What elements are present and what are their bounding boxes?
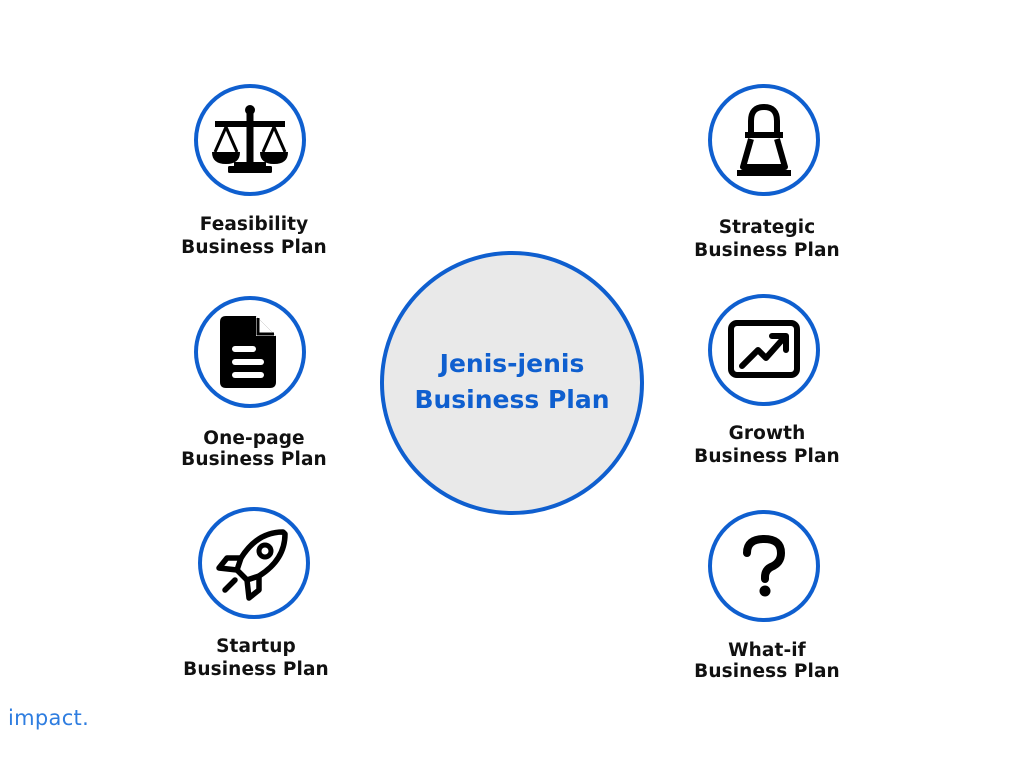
strategic-label-line2: Business Plan bbox=[694, 240, 840, 262]
center-title: Jenis-jenis Business Plan bbox=[380, 346, 644, 419]
scale-icon bbox=[212, 105, 288, 173]
feasibility-label-line1: Feasibility bbox=[199, 214, 309, 235]
rocket-icon bbox=[216, 529, 288, 601]
startup-icon-circle bbox=[198, 507, 310, 619]
growth-label-line1: Growth bbox=[728, 423, 806, 444]
one-page-icon-circle bbox=[194, 296, 306, 408]
impact-logo: impact. bbox=[8, 706, 90, 730]
one-page-label-line1: One-page bbox=[203, 428, 305, 449]
strategic-label: Strategic Business Plan bbox=[657, 216, 877, 262]
feasibility-label: Feasibility Business Plan bbox=[144, 213, 364, 259]
question-mark-icon bbox=[743, 534, 786, 597]
strategic-label-line1: Strategic bbox=[718, 217, 816, 238]
document-icon bbox=[220, 316, 276, 388]
strategic-icon-circle bbox=[708, 84, 820, 196]
growth-icon-circle bbox=[708, 294, 820, 406]
startup-label-line2: Business Plan bbox=[183, 659, 329, 681]
center-title-line2: Business Plan bbox=[414, 385, 610, 415]
growth-label-line2: Business Plan bbox=[694, 446, 840, 468]
chess-pawn-icon bbox=[737, 104, 791, 176]
growth-label: Growth Business Plan bbox=[657, 422, 877, 468]
what-if-label-line2: Business Plan bbox=[694, 660, 840, 682]
what-if-icon-circle bbox=[708, 510, 820, 622]
feasibility-label-line2: Business Plan bbox=[181, 237, 327, 259]
center-circle bbox=[380, 251, 644, 515]
what-if-label: What-if Business Plan bbox=[657, 640, 877, 682]
startup-label: Startup Business Plan bbox=[146, 635, 366, 681]
one-page-label: One-page Business Plan bbox=[144, 428, 364, 470]
feasibility-icon-circle bbox=[194, 84, 306, 196]
center-title-line1: Jenis-jenis bbox=[439, 349, 585, 378]
startup-label-line1: Startup bbox=[216, 636, 296, 657]
one-page-label-line2: Business Plan bbox=[181, 448, 327, 470]
growth-chart-icon bbox=[728, 320, 800, 378]
what-if-label-line1: What-if bbox=[728, 640, 806, 661]
